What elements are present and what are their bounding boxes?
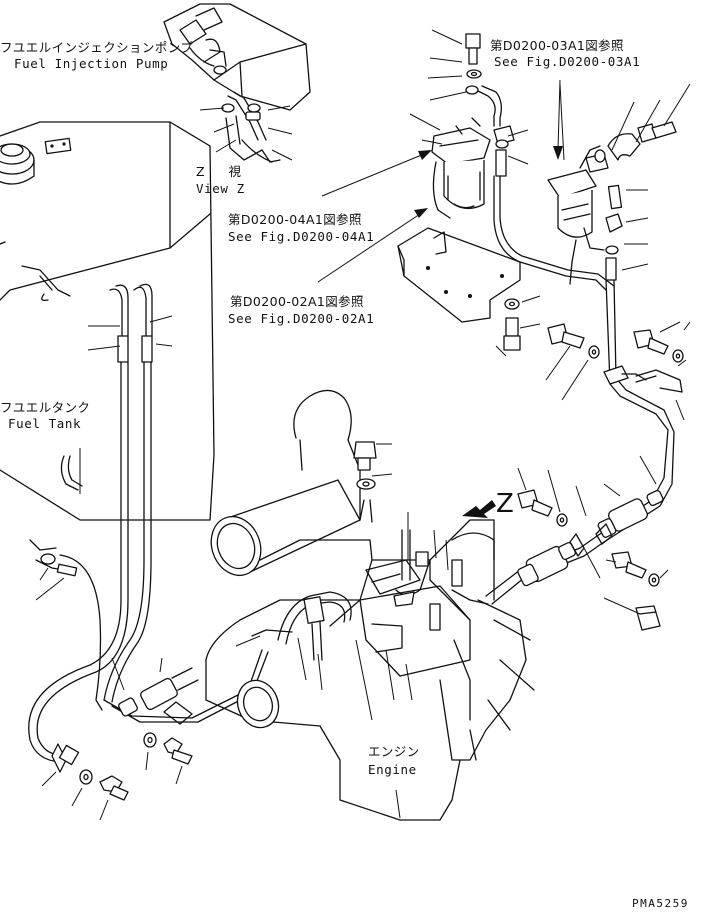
reference-04a1-jp: 第D0200-04A1図参照 — [228, 212, 362, 227]
reference-02a1-jp: 第D0200-02A1図参照 — [230, 294, 364, 309]
lower-left-lines — [41, 649, 269, 821]
right-fuel-line — [451, 279, 675, 605]
inline-strainer-left — [517, 533, 585, 587]
injection-pump-detail — [163, 3, 311, 163]
engine-label-en: Engine — [368, 762, 417, 777]
fuel-injection-pump-label-jp: フユエルインジェクションポンプ — [0, 40, 194, 55]
reference-02a1-en: See Fig.D0200-02A1 — [228, 311, 375, 326]
tank-fuel-lines — [28, 283, 153, 773]
fuel-filter-assembly — [397, 33, 677, 351]
filter-bracket — [397, 227, 521, 323]
reference-04a1-en: See Fig.D0200-04A1 — [228, 229, 375, 244]
cooling-fan — [439, 599, 535, 761]
inline-strainer-right — [595, 489, 664, 545]
view-z-label-jp: Z 視 — [196, 164, 252, 179]
water-separator — [547, 145, 609, 285]
engine-label-jp: エンジン — [368, 744, 420, 759]
right-hardware — [517, 184, 684, 631]
fuel-injection-pump-label-en: Fuel Injection Pump — [14, 56, 169, 71]
reference-03a1-en: See Fig.D0200-03A1 — [494, 54, 641, 69]
top-right-leaders — [409, 29, 691, 357]
engine-leaders — [235, 443, 449, 819]
view-z-arrow-label: Z — [496, 489, 514, 519]
fuel-tank-label-en: Fuel Tank — [8, 416, 82, 431]
reference-arrows — [317, 79, 563, 283]
right-leaders — [517, 321, 691, 615]
tank-leaders — [35, 315, 173, 601]
pump-leaders — [199, 105, 293, 161]
filler-cap — [0, 143, 35, 185]
fuel-tank — [0, 121, 215, 521]
view-z-arrow — [462, 500, 496, 518]
drawing-number: PMA5259 — [632, 897, 689, 910]
top-bolt — [353, 441, 377, 490]
view-z-label-en: View Z — [196, 181, 245, 196]
fuel-tank-label-jp: フユエルタンク — [0, 400, 91, 415]
reference-03a1-jp: 第D0200-03A1図参照 — [490, 38, 624, 53]
